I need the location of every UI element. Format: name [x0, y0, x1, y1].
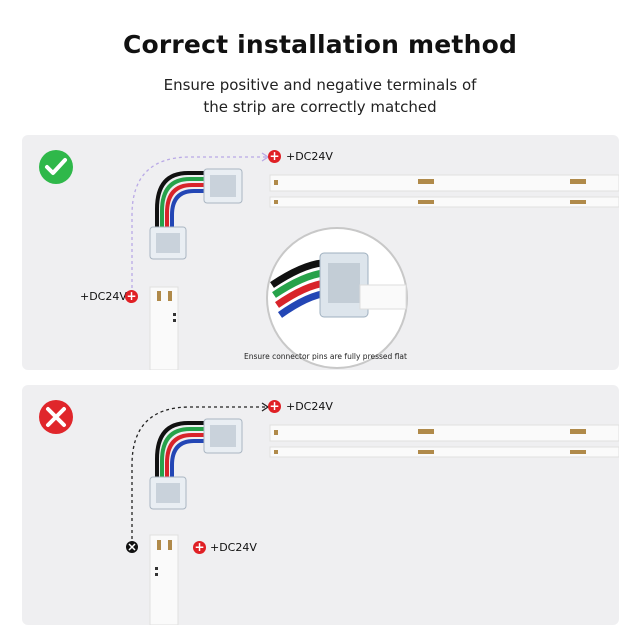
l-connector — [149, 418, 243, 510]
positive-badge-right: + — [193, 540, 206, 554]
cross-icon — [39, 400, 73, 434]
checkmark-icon — [39, 150, 73, 184]
subtitle-line-2: the strip are correctly matched — [203, 98, 437, 116]
led-strip-vertical — [149, 286, 179, 370]
polarity-guide-line — [131, 156, 266, 300]
dc24v-label-right: +DC24V — [210, 541, 257, 554]
positive-badge-top: + — [268, 399, 281, 413]
dc24v-label-top: +DC24V — [286, 400, 333, 413]
led-strip-vertical — [149, 534, 179, 625]
positive-badge-left: + — [125, 289, 138, 303]
dc24v-label-top: +DC24V — [286, 150, 333, 163]
correct-illustration — [39, 150, 619, 370]
wrong-installation-panel: + +DC24V + +DC24V — [22, 385, 619, 625]
zoom-note: Ensure connector pins are fully pressed … — [244, 352, 407, 361]
page-subtitle: Ensure positive and negative terminals o… — [0, 74, 640, 118]
led-strip-horizontal — [269, 174, 619, 208]
correct-installation-panel: + +DC24V +DC24V + Ensure connector pins … — [22, 135, 619, 370]
page-title: Correct installation method — [122, 30, 518, 59]
l-connector — [149, 168, 243, 260]
zoom-detail-circle — [266, 227, 408, 369]
led-strip-horizontal — [269, 424, 619, 458]
positive-badge-top: + — [268, 149, 281, 163]
dc24v-label-left: +DC24V — [80, 290, 127, 303]
polarity-guide-line — [131, 406, 266, 539]
subtitle-line-1: Ensure positive and negative terminals o… — [163, 76, 477, 94]
wrong-illustration — [39, 400, 619, 625]
